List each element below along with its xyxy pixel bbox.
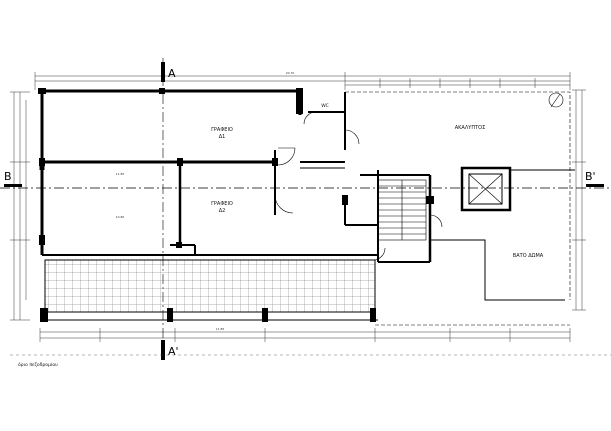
room-label-office-d1-code: Δ1 <box>219 134 226 140</box>
room-label-office-d2: ΓΡΑΦΕΙΟ <box>211 201 233 207</box>
building-walls <box>39 89 432 263</box>
terrace-posts <box>40 308 376 322</box>
door-swings <box>274 111 443 261</box>
sidewalk-note: όριο πεζοδρομίου <box>18 361 58 368</box>
section-marker-b-right: B' <box>585 170 604 187</box>
room-label-wc: WC <box>321 103 329 109</box>
room-label-unbuilt: ΑΚΑΛΥΠΤΟΣ <box>455 125 486 131</box>
roof-outline <box>430 169 575 301</box>
room-label-roof: ΒΑΤΟ ΔΩΜΑ <box>513 253 544 259</box>
section-marker-a-top: A <box>161 62 176 82</box>
dimension-d2: 10.80 <box>116 215 125 219</box>
dimension-lines-top <box>34 72 571 90</box>
svg-text:B': B' <box>585 170 596 183</box>
dimension-lines-bottom <box>39 328 571 342</box>
columns <box>38 88 434 248</box>
dimension-lines-left <box>10 91 30 321</box>
overall-dimension: 20.70 <box>286 71 295 75</box>
terrace-tiles <box>44 259 376 313</box>
room-label-office-d2-code: Δ2 <box>219 208 226 214</box>
north-arrow-icon <box>548 92 564 108</box>
svg-text:A: A <box>168 67 176 80</box>
dimension-d1: 11.85 <box>116 172 125 176</box>
elevator-shaft <box>460 166 512 212</box>
room-label-office-d1: ΓΡΑΦΕΙΟ <box>211 127 233 133</box>
section-marker-a-bottom: A' <box>161 340 179 360</box>
section-marker-b-left: B <box>4 170 22 187</box>
property-boundary <box>345 91 571 326</box>
svg-text:A': A' <box>168 345 179 358</box>
bottom-dimension: 11.85 <box>216 327 225 331</box>
staircase <box>377 179 427 241</box>
dimension-lines-right <box>572 89 586 311</box>
svg-text:B: B <box>4 170 12 183</box>
